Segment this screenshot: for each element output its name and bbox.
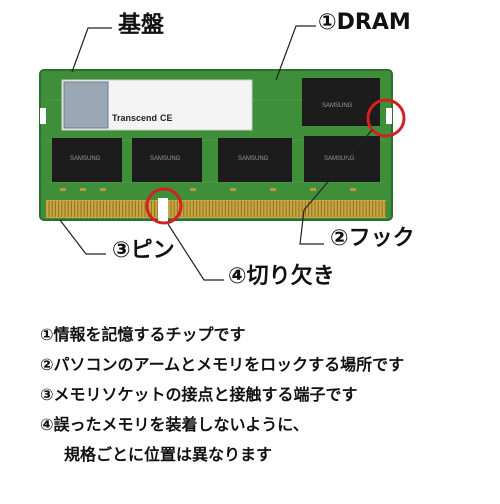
leader-dram [275, 25, 316, 81]
chip-1-text: SAMSUNG [322, 103, 353, 109]
chip-4-text: SAMSUNG [238, 156, 269, 162]
brand-label: Transcend [112, 113, 157, 123]
leader-pin [59, 219, 106, 255]
chip-2-text: SAMSUNG [70, 156, 101, 162]
leader-lines [59, 25, 373, 281]
smd-components [60, 188, 356, 191]
notes-list: ①情報を記憶するチップです ②パソコンのアームとメモリをロックする場所です ③メ… [40, 320, 490, 470]
key-notch [158, 198, 168, 222]
hook-highlight-circle [366, 98, 406, 138]
leader-notch [167, 223, 224, 281]
leader-hook [299, 209, 324, 245]
leader-hook-2 [303, 129, 373, 211]
pin-label: ③ピン [112, 238, 175, 263]
dram-label: ①DRAM [318, 10, 411, 35]
left-side-notch [40, 108, 46, 124]
pin-strip-left [46, 200, 158, 218]
dram-chip-4: SAMSUNG [218, 138, 292, 182]
chip-3-text: SAMSUNG [150, 156, 181, 162]
note-notch-continued: 規格ごとに位置は異なります [64, 445, 273, 464]
leader-substrate [71, 27, 112, 73]
ce-mark: CE [160, 113, 173, 123]
hook-label: ②フック [330, 226, 415, 251]
note-notch: ④誤ったメモリを装着しないように、 [40, 415, 309, 434]
note-pin: ③メモリソケットの接点と接触する端子です [40, 385, 358, 404]
note-dram: ①情報を記憶するチップです [40, 325, 246, 344]
note-hook: ②パソコンのアームとメモリをロックする場所です [40, 355, 405, 374]
contact-pins [46, 200, 386, 218]
notch-label: ④切り欠き [228, 264, 335, 289]
dram-chip-3: SAMSUNG [132, 138, 202, 182]
hologram-badge [63, 81, 109, 129]
substrate-label: 基盤 [118, 12, 164, 38]
pin-highlight-circle [145, 187, 183, 225]
dram-chip-2: SAMSUNG [52, 138, 122, 182]
dram-chip-5: SAMSUNG [304, 136, 380, 182]
chip-5-text: SAMSUNG [324, 156, 355, 162]
right-side-notch [386, 108, 392, 124]
